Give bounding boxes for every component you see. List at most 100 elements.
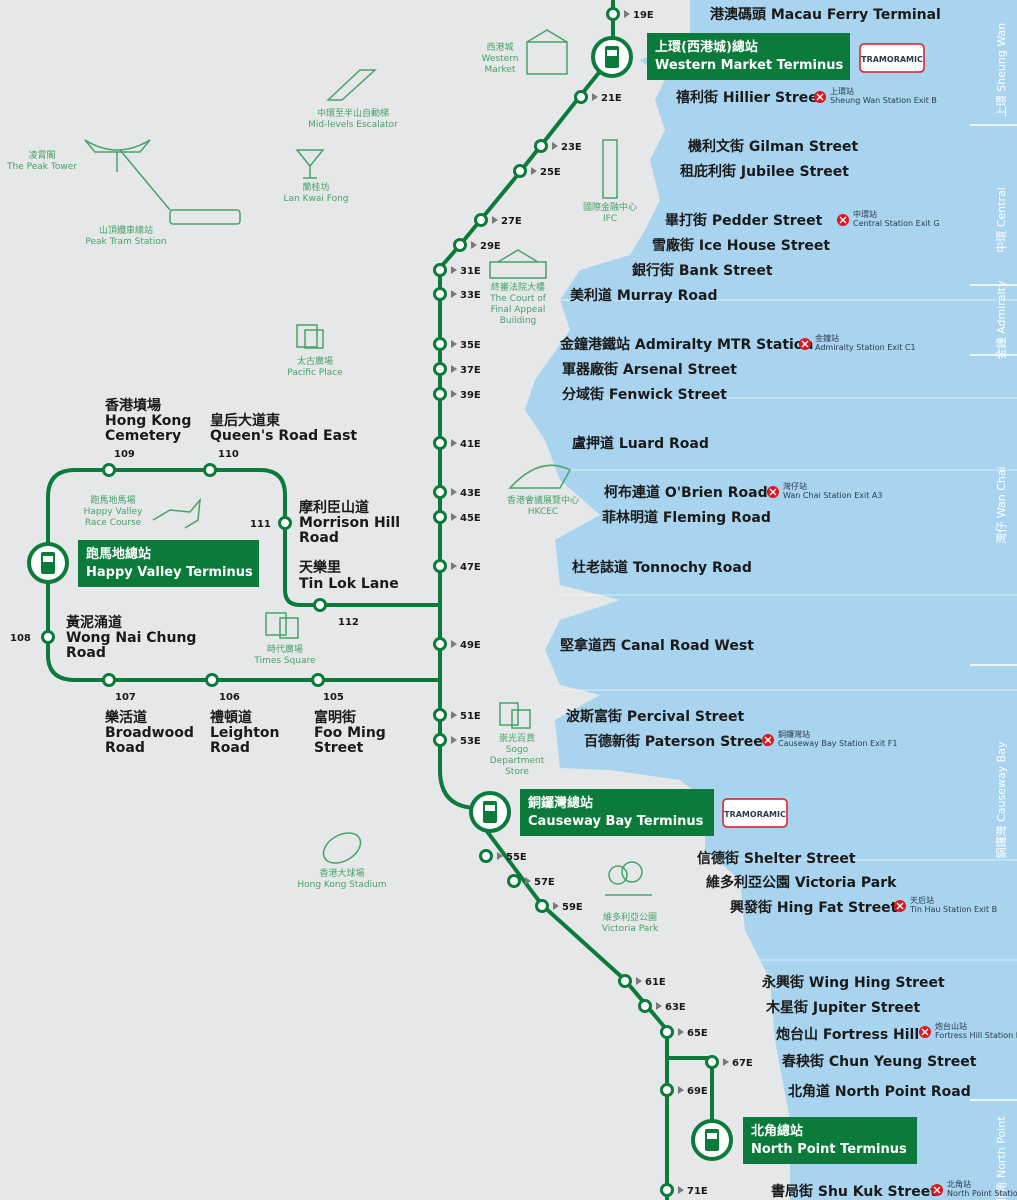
mtr-logo-mark-icon [769,488,777,496]
stop-name: 摩利臣山道 [299,499,369,516]
landmark-label: 終審法院大樓 [491,281,545,293]
stop-name: Hong Kong [105,413,191,429]
stop-name: 柯布連道 O'Brien Road [604,484,768,501]
landmark-label: HKCEC [528,507,558,517]
stop-name: Road [105,740,145,756]
stop-code: 43E [460,488,481,499]
stop-name: 信德街 Shelter Street [697,850,856,867]
direction-arrow-icon [678,1086,684,1094]
stop-name: 機利文街 Gilman Street [688,138,859,155]
stop-marker [433,362,447,376]
stop-marker [433,436,447,450]
stop-name: 木星街 Jupiter Street [765,999,921,1016]
mtr-logo-mark-icon [896,902,904,910]
mtr-logo-mark-icon [801,340,809,348]
mtr-logo-mark-icon [764,736,772,744]
landmark-label: Lan Kwai Fong [283,194,348,204]
landmark-label: IFC [603,214,617,224]
terminus-name-zh: 跑馬地總站 [86,546,151,562]
stop-code: 67E [732,1058,753,1069]
stop-name: 樂活道 [104,709,147,726]
stop-name: 美利道 Murray Road [570,287,717,304]
stop-marker [513,164,527,178]
tramoramic-text: TRAMORAMIC [861,55,923,64]
pier-lines [560,299,1017,961]
stop-name: Queen's Road East [210,428,357,444]
stop-name: 畢打街 Pedder Street [665,212,823,229]
stop-marker [606,7,620,21]
terminus-name-en: Western Market Terminus [655,58,844,73]
stop-code: 51E [460,711,481,722]
stop-code: 47E [460,562,481,573]
stop-code: 57E [534,877,555,888]
mtr-logo-mark-icon [921,1028,929,1036]
shopping-bag-icon [499,702,531,729]
mtr-station-exit: Sheung Wan Station Exit B [830,96,937,105]
landmark-label: Store [505,767,529,777]
mtr-station-exit: Causeway Bay Station Exit F1 [778,739,897,748]
direction-arrow-icon [624,10,630,18]
stop-code: 61E [645,977,666,988]
stop-marker [311,673,325,687]
direction-arrow-icon [451,640,457,648]
stop-name: 港澳碼頭 Macau Ferry Terminal [710,6,941,23]
tram-stop[interactable]: 57E 維多利亞公園 Victoria Park [507,874,898,891]
landmark-label: Happy Valley [84,507,143,517]
cocktail-glass-icon [295,149,325,179]
terminus-label-box [78,540,259,587]
landmark-label: Mid-levels Escalator [308,120,398,130]
stop-code: 39E [460,390,481,401]
stop-marker [453,238,467,252]
stop-name: Road [210,740,250,756]
stop-name: 維多利亞公園 Victoria Park [706,874,897,891]
shopping-bag-icon [265,612,299,639]
stop-code: 107 [115,692,136,703]
stop-code: 21E [601,93,622,104]
trees-icon [605,861,652,896]
